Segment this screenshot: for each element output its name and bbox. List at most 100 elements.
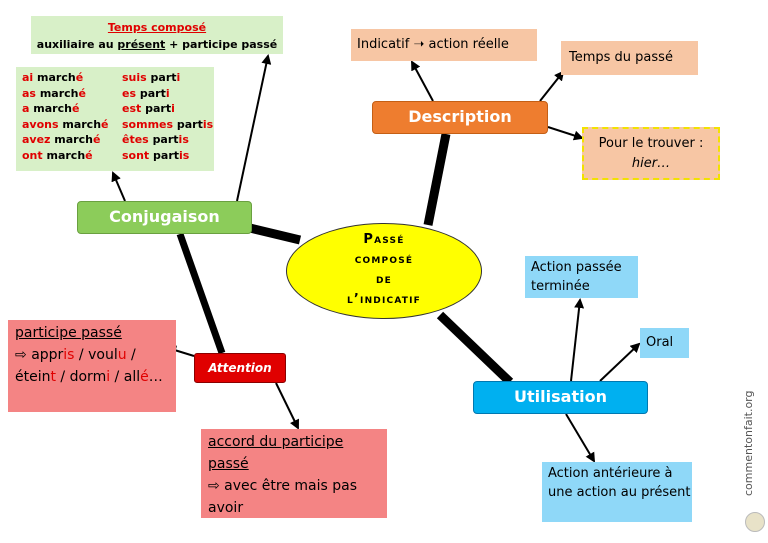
pour-le-trouver-box: Pour le trouver : hier… [582, 127, 720, 180]
auxiliary: ai [22, 71, 38, 84]
temps-du-passe-box: Temps du passé [561, 41, 698, 75]
pp-stem: dorm [69, 369, 107, 385]
description-node[interactable]: Description [372, 101, 548, 134]
verb-stem: march [46, 148, 86, 162]
arrow-to-verbs [111, 171, 126, 202]
indicatif-box: Indicatif ➝ action réelle [351, 29, 537, 61]
rule-title: Temps composé [107, 21, 207, 34]
accord-title: accord du participe passé [208, 434, 344, 472]
verb-stem: march [54, 133, 93, 146]
conjugation-line: avons marché [22, 117, 109, 133]
conjugation-line: êtes partis [122, 132, 213, 148]
conjugation-line: a marché [22, 101, 109, 117]
arrow-to-indicatif [411, 60, 434, 102]
verb-stem: march [33, 102, 72, 115]
rule-text: auxiliaire au présent + participe passé [31, 36, 283, 53]
center-line4: l’indicatif [346, 292, 422, 307]
conjugation-line: suis parti [122, 70, 213, 86]
attention-node[interactable]: Attention [194, 353, 286, 383]
pp-separator: / [110, 369, 124, 385]
auxiliary: ont [22, 148, 47, 162]
verb-ending: é [71, 102, 80, 115]
participe-passe-box: participe passé ⇨ appris / voulu / étein… [8, 320, 176, 412]
pp-arrow-icon: ⇨ [15, 347, 32, 363]
branch-conjugaison [248, 223, 302, 245]
verb-ending: is [179, 148, 190, 162]
auxiliary: sont [122, 148, 154, 162]
trouver-line2: hier… [631, 156, 671, 171]
verb-ending: é [75, 71, 84, 84]
center-line3: de [375, 272, 393, 287]
utilisation-node[interactable]: Utilisation [473, 381, 648, 414]
verb-stem: part [176, 117, 203, 131]
pp-separator: / [55, 369, 70, 385]
pp-separator: / [126, 347, 136, 363]
action-anterieure-box: Action antérieure à une action au présen… [542, 462, 692, 522]
pp-ellipsis: … [148, 369, 163, 385]
site-logo-icon [745, 512, 765, 532]
conjugation-line: est parti [122, 101, 213, 117]
pp-ending: is [63, 347, 75, 363]
verb-ending: i [171, 102, 175, 115]
verb-stem: part [152, 133, 179, 146]
conjugation-line: sont partis [122, 148, 213, 164]
conjugaison-node[interactable]: Conjugaison [77, 201, 252, 234]
center-line1: Passé [363, 232, 405, 247]
conjugation-line: as marché [22, 86, 109, 102]
verb-stem: part [153, 148, 180, 162]
pp-ending: é [140, 369, 149, 385]
pp-separator: / [74, 347, 89, 363]
auxiliary: avez [22, 133, 55, 146]
arrow-to-accord [275, 382, 299, 430]
rule-em: présent [117, 38, 166, 51]
central-node[interactable]: Passé composé de l’indicatif [286, 223, 482, 319]
branch-attention [176, 232, 226, 355]
arrow-to-temps [539, 70, 565, 102]
verb-ending: é [85, 148, 93, 162]
auxiliary: es [122, 86, 140, 100]
conjugaison-rule-box: Temps composé auxiliaire au présent + pa… [31, 16, 283, 54]
verb-ending: i [165, 86, 170, 100]
accord-body: ⇨ avec être mais pas avoir [208, 478, 358, 516]
conjugation-line: ont marché [22, 148, 109, 164]
center-line2: composé [354, 252, 414, 267]
verb-ending: é [92, 133, 101, 146]
verb-stem: part [150, 71, 177, 84]
pp-ending: i [106, 369, 111, 385]
pp-stem: voul [88, 347, 118, 363]
arrow-to-header [236, 54, 272, 202]
rule-pre: auxiliaire au [36, 38, 118, 51]
auxiliary: as [22, 86, 40, 100]
pp-examples: ⇨ appris / voulu / éteint / dormi / allé… [15, 344, 176, 388]
rule-post: + participe passé [165, 38, 278, 51]
pp-ending: u [117, 347, 127, 363]
branch-description [423, 133, 451, 226]
verb-ending: is [202, 117, 214, 131]
trouver-line1: Pour le trouver : [598, 136, 704, 151]
verb-ending: i [176, 71, 181, 84]
verb-ending: é [78, 86, 86, 100]
auxiliary: suis [122, 71, 151, 84]
auxiliary: avons [22, 117, 63, 131]
verb-stem: part [139, 86, 166, 100]
auxiliary: a [22, 102, 34, 115]
pp-ending: t [50, 369, 56, 385]
conjugation-line: sommes partis [122, 117, 213, 133]
verb-stem: march [62, 117, 102, 131]
arrow-to-trouver [547, 126, 584, 141]
verb-ending: is [178, 133, 189, 146]
pp-title: participe passé [15, 325, 122, 341]
pp-stem: all [123, 369, 141, 385]
verb-stem: march [37, 71, 76, 84]
verb-stem: march [39, 86, 79, 100]
pp-stem: étein [15, 369, 51, 385]
conjugation-line: es parti [122, 86, 213, 102]
site-watermark: commentonfait.org [742, 390, 755, 496]
branch-utilisation [436, 311, 514, 386]
verb-stem: part [145, 102, 172, 115]
auxiliary: sommes [122, 117, 177, 131]
